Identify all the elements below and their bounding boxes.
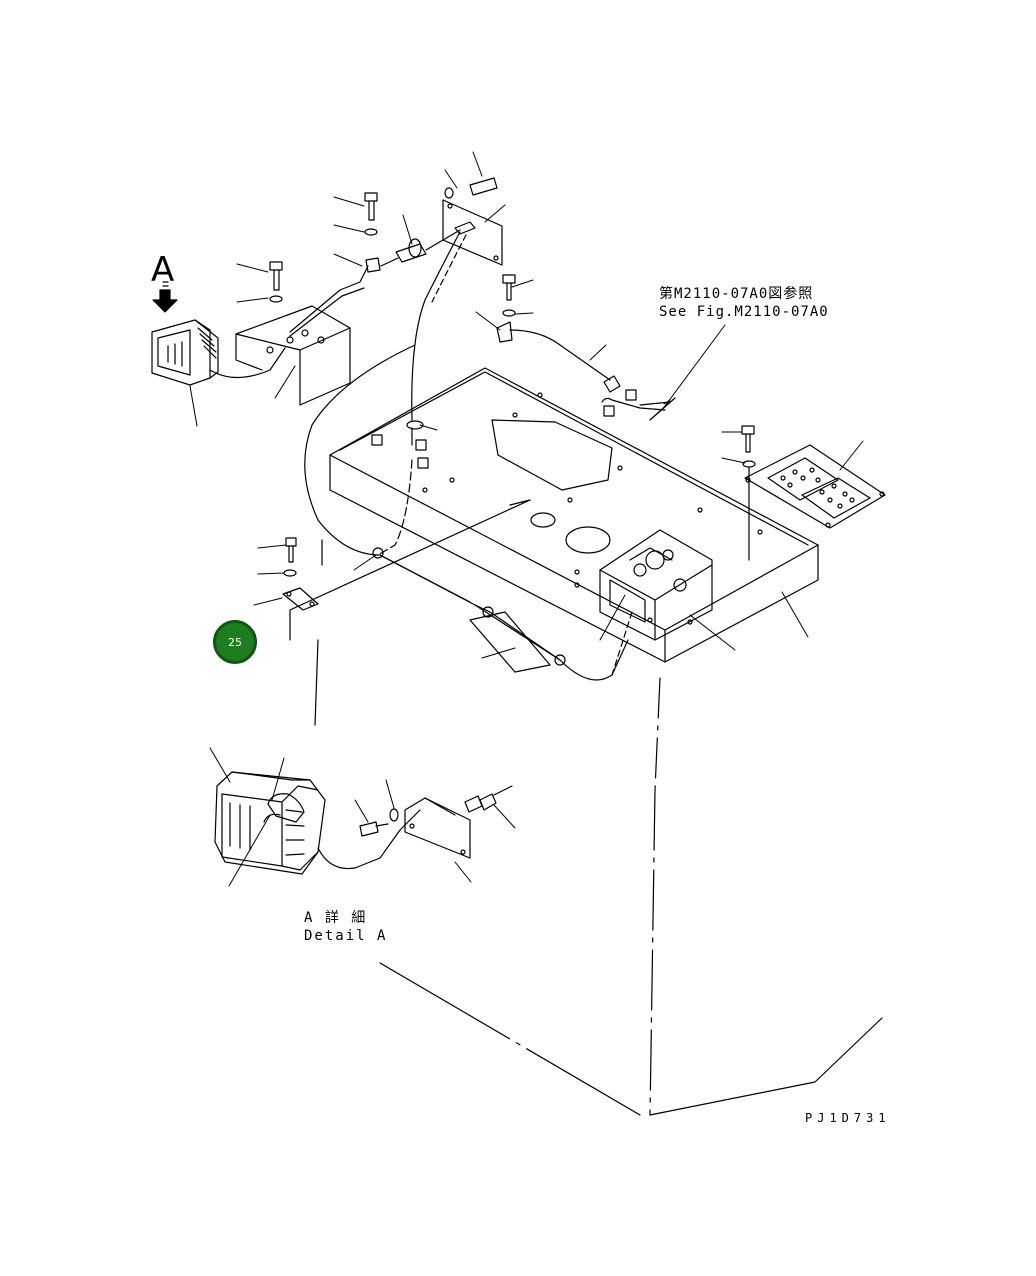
lamp-bracket	[235, 305, 351, 406]
control-box	[599, 529, 713, 641]
detail-a-lamp	[214, 771, 326, 875]
mount-lines	[289, 499, 531, 641]
detail-leaders	[209, 747, 516, 887]
reference-note-jp: 第M2110-07A0図参照	[659, 286, 814, 302]
drawing-code: PJ1D731	[805, 1111, 891, 1125]
detail-caption-en: Detail A	[304, 928, 388, 944]
bolts-left	[269, 192, 461, 303]
cable-right	[509, 329, 611, 381]
leader-lines	[189, 151, 864, 659]
floor-plate	[329, 367, 819, 663]
extension-lines	[314, 539, 883, 1116]
connector-plate	[442, 177, 503, 266]
pedal-plate	[744, 444, 886, 529]
reference-note-en: See Fig.M2110-07A0	[659, 304, 829, 320]
harness-vertical	[411, 231, 461, 421]
view-arrow	[152, 281, 178, 313]
lamp-cord	[209, 347, 286, 379]
callout-badge[interactable]: 25	[213, 620, 257, 664]
detail-bracket	[359, 785, 513, 859]
bolts-right	[496, 274, 756, 561]
harness-perimeter	[304, 344, 561, 661]
detail-caption-jp: A 詳 細	[304, 910, 368, 926]
detail-cord	[317, 809, 421, 870]
view-a-label: A	[151, 250, 175, 290]
work-lamp	[151, 319, 219, 386]
